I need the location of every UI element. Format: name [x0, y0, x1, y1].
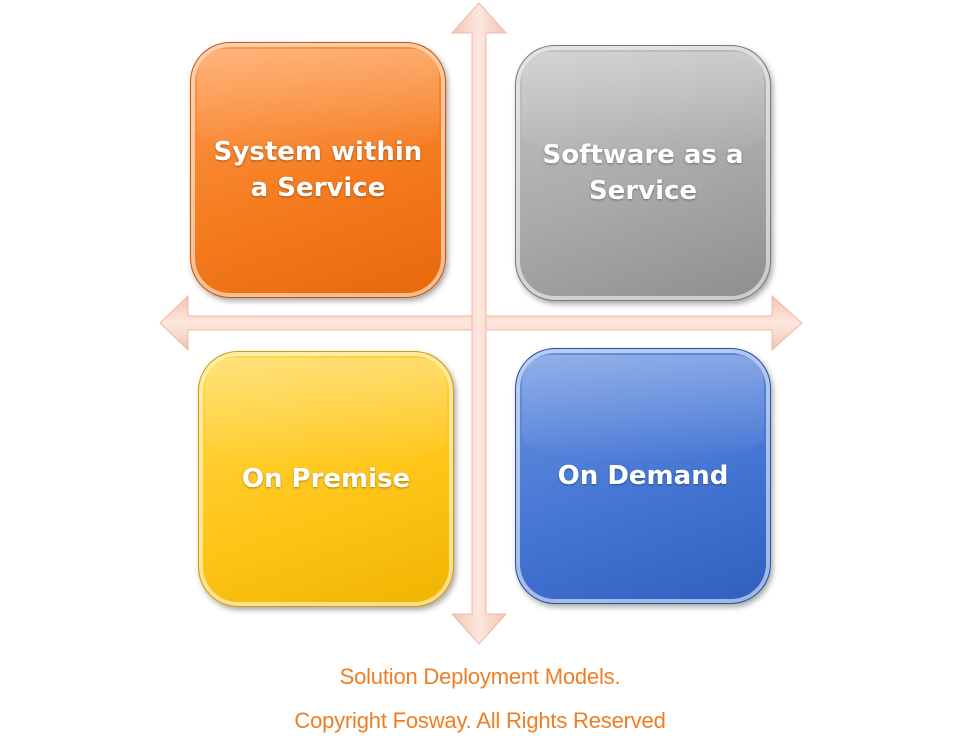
quadrant-label: System within a Service	[213, 137, 423, 203]
quadrant-label: On Premise	[241, 464, 411, 494]
quadrant-software-as-a-service: Software as a Service	[515, 45, 771, 301]
vertical-axis-arrow	[450, 2, 508, 645]
quadrant-system-within-a-service: System within a Service	[190, 42, 446, 298]
quadrant-label: On Demand	[557, 461, 729, 491]
quadrant-on-premise: On Premise	[198, 351, 454, 607]
quadrant-label: Software as a Service	[542, 140, 744, 206]
quadrant-on-demand: On Demand	[515, 348, 771, 604]
caption-title: Solution Deployment Models.	[339, 664, 621, 689]
caption-copyright: Copyright Fosway. All Rights Reserved	[294, 708, 666, 733]
